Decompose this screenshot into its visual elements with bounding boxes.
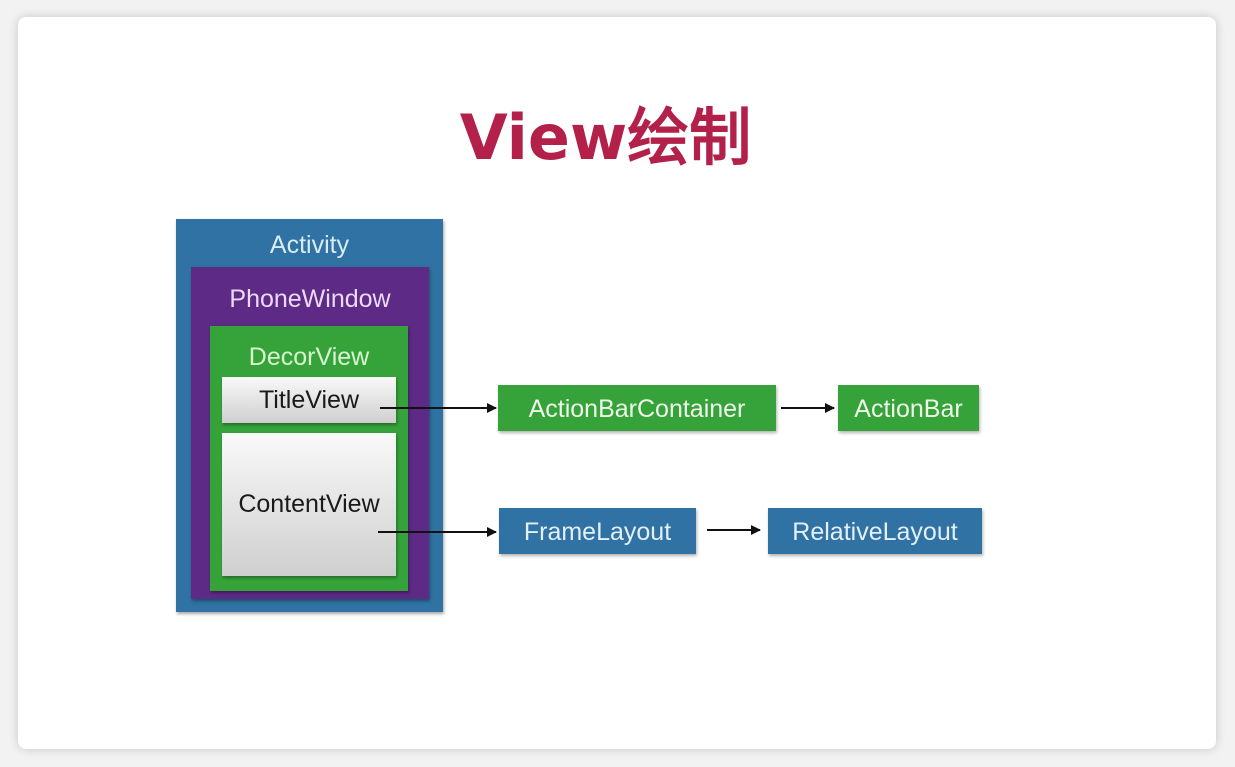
action-bar-node: ActionBar <box>838 385 979 431</box>
relative-layout-label: RelativeLayout <box>792 518 958 546</box>
title-view-box: TitleView <box>222 377 396 423</box>
action-bar-label: ActionBar <box>854 395 963 423</box>
decor-view-label: DecorView <box>248 343 370 371</box>
relative-layout-node: RelativeLayout <box>768 508 982 554</box>
phone-window-label: PhoneWindow <box>229 285 391 313</box>
action-bar-container-label: ActionBarContainer <box>528 395 746 423</box>
frame-layout-label: FrameLayout <box>523 518 672 546</box>
slide-title: View绘制 <box>459 101 752 174</box>
action-bar-container-node: ActionBarContainer <box>498 385 776 431</box>
content-view-label: ContentView <box>238 490 380 518</box>
content-view-box: ContentView <box>222 433 396 576</box>
frame-layout-node: FrameLayout <box>499 508 696 554</box>
title-view-label: TitleView <box>258 386 360 414</box>
activity-label: Activity <box>269 231 350 259</box>
